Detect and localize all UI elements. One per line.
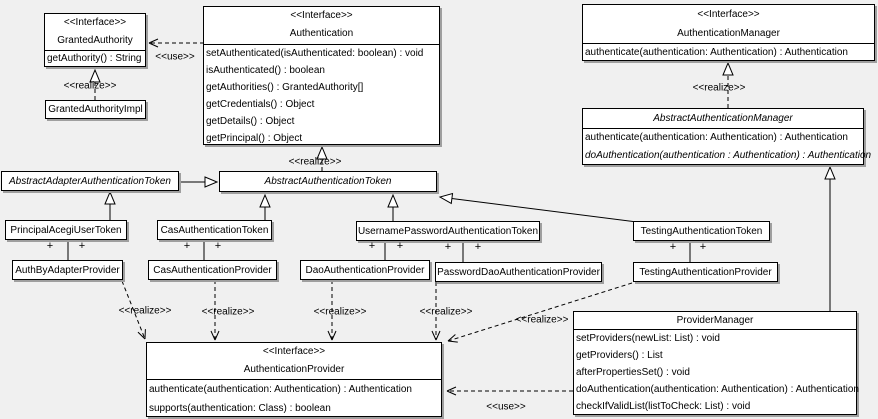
- method-label: authenticate(authentication: Authenticat…: [585, 47, 848, 58]
- method-label: afterPropertiesSet() : void: [576, 367, 690, 378]
- label-plus: +: [474, 241, 482, 253]
- label-plus: +: [669, 241, 677, 253]
- edge-realize-authbyadapterprovider: [121, 280, 146, 340]
- class-testing-authentication-provider: TestingAuthenticationProvider: [633, 262, 778, 282]
- class-name: GrantedAuthorityImpl: [48, 104, 143, 115]
- method-label: doAuthentication(authentication : Authen…: [585, 150, 872, 161]
- method-label: getAuthority() : String: [47, 53, 142, 64]
- class-granted-authority-impl: GrantedAuthorityImpl: [45, 100, 146, 119]
- label-use-grantedauthority: <<use>>: [155, 51, 195, 63]
- label-plus: +: [214, 240, 222, 252]
- label-plus: +: [368, 240, 376, 252]
- method-label: doAuthentication(authentication: Authent…: [576, 384, 859, 395]
- label-plus: +: [78, 240, 86, 252]
- class-name: TestingAuthenticationToken: [640, 225, 763, 237]
- class-authentication-manager: <<Interface>> AuthenticationManager auth…: [582, 4, 875, 61]
- class-name: CasAuthenticationProvider: [153, 264, 272, 276]
- method-label: getDetails() : Object: [206, 116, 295, 127]
- label-realize-authbyadapterprovider: <<realize>>: [118, 305, 172, 317]
- label-plus: +: [444, 241, 452, 253]
- class-name: AbstractAdapterAuthenticationToken: [9, 175, 171, 187]
- class-name: AuthenticationManager: [677, 28, 780, 39]
- class-abstract-authentication-manager: AbstractAuthenticationManager authentica…: [582, 108, 872, 165]
- class-name: PasswordDaoAuthenticationProvider: [437, 266, 600, 278]
- class-authentication-provider: <<Interface>> AuthenticationProvider aut…: [146, 342, 442, 417]
- label-realize-abstractauthenticationtoken: <<realize>>: [288, 156, 342, 168]
- label-plus: +: [46, 240, 54, 252]
- class-username-password-authentication-token: UsernamePasswordAuthenticationToken: [356, 221, 540, 241]
- class-dao-authentication-provider: DaoAuthenticationProvider: [300, 260, 430, 280]
- class-name: AuthByAdapterProvider: [15, 264, 120, 276]
- class-name: CasAuthenticationToken: [160, 224, 269, 236]
- class-abstract-authentication-token: AbstractAuthenticationToken: [219, 171, 437, 192]
- stereotype-label: <<Interface>>: [63, 17, 127, 28]
- method-label: getProviders() : List: [576, 350, 663, 361]
- class-name: GrantedAuthority: [57, 35, 133, 46]
- method-label: checkIfValidList(listToCheck: List) : vo…: [576, 401, 751, 412]
- class-name: PrincipalAcegiUserToken: [10, 224, 122, 236]
- label-realize-abstractauthenticationmanager: <<realize>>: [692, 82, 746, 94]
- label-plus: +: [699, 241, 707, 253]
- method-label: getCredentials() : Object: [206, 99, 315, 110]
- class-name: TestingAuthenticationProvider: [639, 266, 772, 278]
- class-cas-authentication-provider: CasAuthenticationProvider: [148, 260, 277, 280]
- method-label: getPrincipal() : Object: [206, 133, 303, 144]
- label-plus: +: [183, 240, 191, 252]
- class-password-dao-authentication-provider: PasswordDaoAuthenticationProvider: [435, 262, 602, 282]
- class-name: AbstractAuthenticationToken: [264, 176, 392, 187]
- label-realize-passworddaoprovider: <<realize>>: [419, 306, 473, 318]
- label-realize-casauthenticationprovider: <<realize>>: [201, 306, 255, 318]
- class-testing-authentication-token: TestingAuthenticationToken: [633, 221, 770, 241]
- stereotype-label: <<Interface>>: [697, 9, 760, 20]
- label-realize-grantedauthorityimpl: <<realize>>: [63, 80, 117, 92]
- label-plus: +: [396, 240, 404, 252]
- class-granted-authority: <<Interface>> GrantedAuthority getAuthor…: [44, 13, 146, 67]
- class-provider-manager: ProviderManager setProviders(newList: Li…: [573, 311, 859, 415]
- method-label: setProviders(newList: List) : void: [576, 333, 720, 344]
- label-realize-daoauthenticationprovider: <<realize>>: [313, 306, 367, 318]
- method-label: isAuthenticated() : boolean: [206, 65, 325, 76]
- label-use-providermanager: <<use>>: [486, 401, 526, 413]
- method-label: setAuthenticated(isAuthenticated: boolea…: [206, 48, 424, 59]
- class-principal-acegi-user-token: PrincipalAcegiUserToken: [5, 220, 127, 240]
- class-auth-by-adapter-provider: AuthByAdapterProvider: [12, 260, 123, 280]
- class-name: Authentication: [289, 28, 354, 39]
- stereotype-label: <<Interface>>: [262, 346, 326, 357]
- method-label: authenticate(authentication: Authenticat…: [149, 384, 412, 395]
- class-cas-authentication-token: CasAuthenticationToken: [157, 220, 272, 240]
- class-name: AbstractAuthenticationManager: [583, 109, 863, 129]
- edge-inherit-testingauthenticationtoken: [438, 192, 638, 223]
- class-name: ProviderManager: [574, 312, 856, 330]
- class-abstract-adapter-authentication-token: AbstractAdapterAuthenticationToken: [1, 171, 179, 191]
- class-name: UsernamePasswordAuthenticationToken: [357, 225, 539, 237]
- method-label: getAuthorities() : GrantedAuthority[]: [206, 82, 364, 93]
- method-label: authenticate(authentication: Authenticat…: [585, 132, 848, 143]
- label-realize-testingauthenticationprovider: <<realize>>: [515, 314, 569, 326]
- stereotype-label: <<Interface>>: [290, 10, 353, 21]
- class-name: AuthenticationProvider: [243, 364, 345, 375]
- class-authentication: <<Interface>> Authentication setAuthenti…: [203, 6, 440, 145]
- class-name: DaoAuthenticationProvider: [305, 264, 425, 276]
- method-label: supports(authentication: Class) : boolea…: [149, 403, 331, 414]
